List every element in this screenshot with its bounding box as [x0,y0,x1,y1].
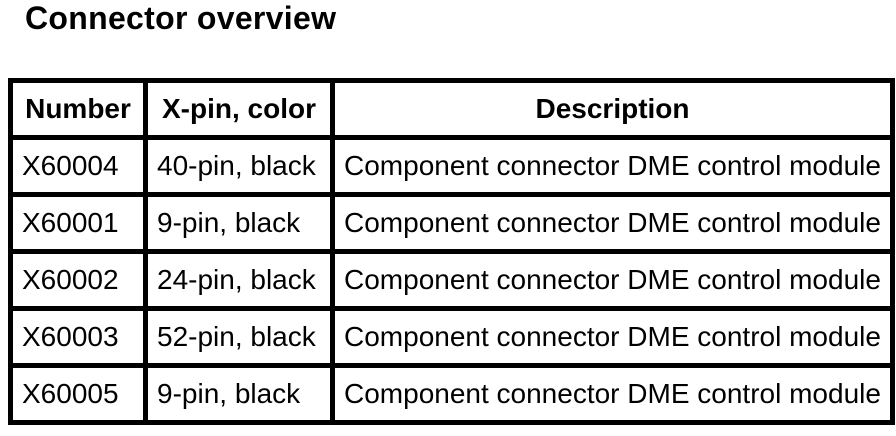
cell-description: Component connector DME control module [330,192,895,254]
cell-number: X60003 [8,306,148,368]
cell-description: Component connector DME control module [330,249,895,311]
page-title: Connector overview [25,0,337,36]
cell-number: X60002 [8,249,148,311]
table-row: X60002 24-pin, black Component connector… [8,249,895,311]
cell-pin-color: 9-pin, black [143,363,335,425]
header-description: Description [330,78,895,140]
table-header-row: Number X-pin, color Description [8,78,895,140]
table-row: X60004 40-pin, black Component connector… [8,135,895,197]
cell-pin-color: 40-pin, black [143,135,335,197]
cell-pin-color: 9-pin, black [143,192,335,254]
table-row: X60003 52-pin, black Component connector… [8,306,895,368]
header-number: Number [8,78,148,140]
cell-number: X60005 [8,363,148,425]
cell-description: Component connector DME control module [330,306,895,368]
table-row: X60001 9-pin, black Component connector … [8,192,895,254]
cell-description: Component connector DME control module [330,135,895,197]
cell-pin-color: 52-pin, black [143,306,335,368]
header-pin-color: X-pin, color [143,78,335,140]
table-row: X60005 9-pin, black Component connector … [8,363,895,425]
cell-number: X60004 [8,135,148,197]
connector-overview-table: Number X-pin, color Description X60004 4… [8,78,895,425]
cell-description: Component connector DME control module [330,363,895,425]
cell-number: X60001 [8,192,148,254]
cell-pin-color: 24-pin, black [143,249,335,311]
